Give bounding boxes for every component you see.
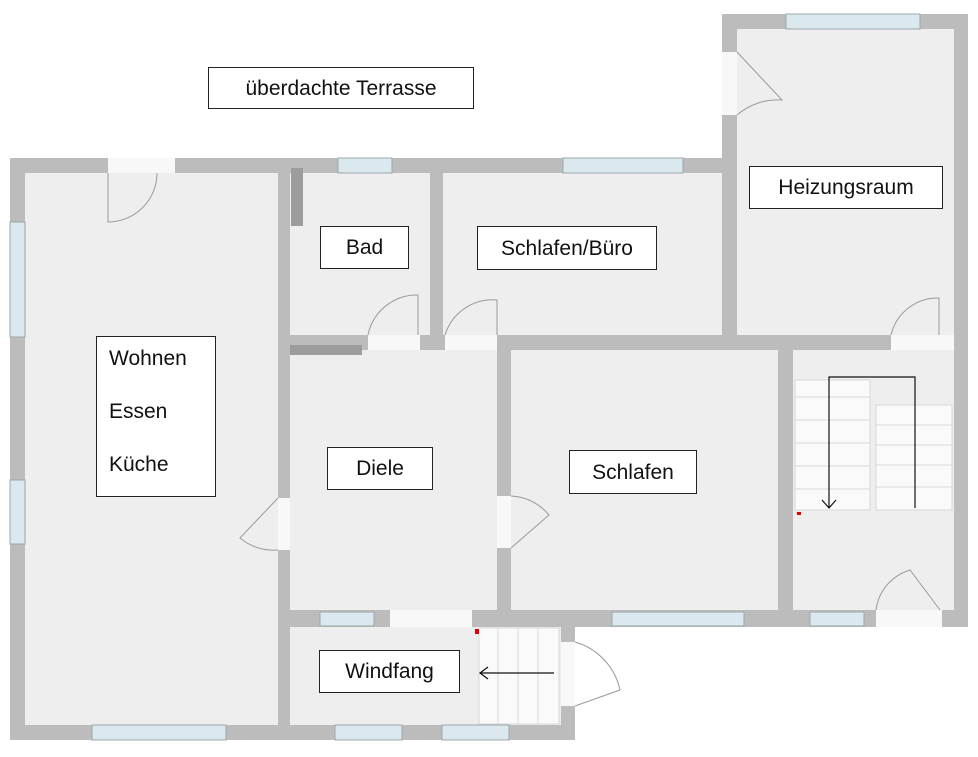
window bbox=[91, 724, 227, 741]
door-openings bbox=[108, 52, 954, 706]
label-living: Wohnen Essen Küche bbox=[96, 336, 216, 497]
window bbox=[319, 611, 375, 627]
label-bedroom: Schlafen bbox=[569, 450, 697, 494]
door-swing bbox=[444, 299, 498, 336]
door-opening bbox=[108, 158, 175, 173]
stair-arrow-head bbox=[821, 499, 837, 509]
door-swing bbox=[239, 497, 279, 551]
entrance-arrow bbox=[479, 666, 554, 680]
window bbox=[441, 724, 510, 741]
door-opening bbox=[876, 610, 942, 627]
door-opening bbox=[561, 642, 575, 706]
door-opening bbox=[891, 335, 954, 350]
label-hall: Diele bbox=[327, 447, 433, 490]
wall-office-east bbox=[722, 158, 737, 350]
entrance-steps bbox=[478, 627, 560, 725]
door-opening bbox=[497, 496, 511, 548]
red-marker bbox=[797, 512, 801, 515]
window bbox=[334, 724, 403, 741]
window bbox=[611, 611, 745, 627]
label-living-line: Küche bbox=[109, 453, 169, 476]
door-opening bbox=[278, 498, 290, 550]
label-living-line: Essen bbox=[109, 400, 168, 423]
door-opening bbox=[722, 52, 737, 115]
window bbox=[9, 479, 26, 545]
label-sleep-office: Schlafen/Büro bbox=[477, 226, 657, 270]
partition bbox=[291, 168, 303, 226]
door-swing bbox=[736, 51, 784, 116]
wall-bath-east bbox=[430, 158, 443, 350]
windows bbox=[9, 13, 921, 741]
wall-hall-east bbox=[497, 335, 511, 627]
main-staircase bbox=[794, 379, 953, 511]
door-opening bbox=[368, 335, 420, 350]
red-markers bbox=[475, 512, 801, 634]
door-swing bbox=[875, 569, 941, 611]
stair-direction-arrow bbox=[821, 376, 916, 509]
wall-bedroom-east bbox=[778, 335, 793, 627]
label-vestibule: Windfang bbox=[319, 650, 460, 693]
window bbox=[785, 13, 921, 30]
label-living-line: Wohnen bbox=[109, 347, 187, 370]
door-opening bbox=[445, 335, 497, 350]
door-swing bbox=[107, 172, 158, 223]
stair-arrow-line bbox=[828, 376, 916, 508]
stair-treads bbox=[794, 379, 871, 511]
door-swing bbox=[890, 297, 940, 336]
door-swings bbox=[107, 51, 941, 707]
door-swing bbox=[510, 495, 550, 549]
door-opening bbox=[390, 610, 472, 627]
label-bath: Bad bbox=[320, 226, 409, 269]
bath-fixtures bbox=[290, 168, 362, 355]
stair-treads bbox=[875, 404, 953, 511]
window bbox=[9, 221, 26, 338]
wall-living-east bbox=[278, 158, 290, 740]
window bbox=[809, 611, 865, 627]
door-swing bbox=[367, 294, 419, 336]
label-boiler: Heizungsraum bbox=[749, 166, 943, 209]
label-terrace: überdachte Terrasse bbox=[208, 67, 474, 109]
window bbox=[337, 157, 393, 174]
entrance-arrow-head bbox=[479, 666, 489, 680]
partition bbox=[290, 345, 362, 355]
door-swing bbox=[574, 641, 621, 707]
window bbox=[562, 157, 684, 174]
step-area bbox=[478, 627, 560, 725]
red-marker bbox=[475, 629, 479, 634]
